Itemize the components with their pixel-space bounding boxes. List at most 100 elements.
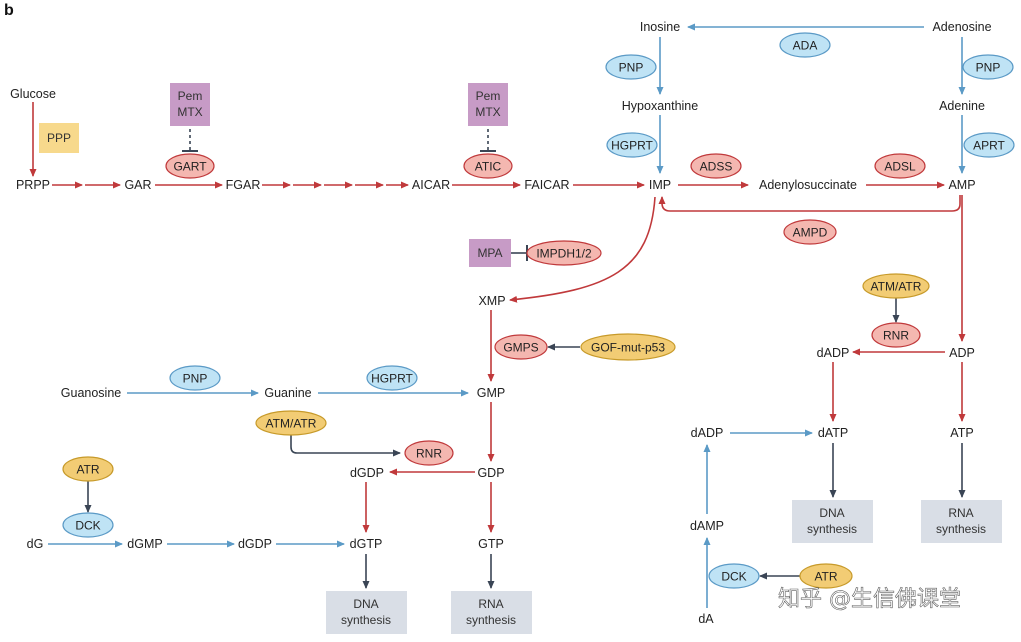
- enzyme-adss: [690, 153, 742, 179]
- enzyme-atr-left: [62, 456, 114, 482]
- mpa-box: [469, 239, 511, 267]
- synthesis-label-left-rna: synthesis: [466, 613, 516, 627]
- metabolite-faicar: FAICAR: [524, 178, 569, 192]
- metabolite-aicar: AICAR: [412, 178, 450, 192]
- enzyme-rnr-right-label: RNR: [883, 329, 909, 343]
- enzyme-aprt: [963, 132, 1015, 158]
- enzyme-aprt-label: APRT: [973, 139, 1005, 153]
- enzyme-gof-p53-label: GOF-mut-p53: [591, 341, 665, 355]
- arrows: [29, 23, 966, 608]
- enzymes: ADA PNP PNP HGPRT APRT PNP HGPRT DCK DCK…: [62, 32, 1015, 589]
- enzyme-ada: [779, 32, 831, 58]
- enzyme-hgprt-top: [606, 132, 658, 158]
- metabolite-imp: IMP: [649, 178, 671, 192]
- enzyme-adss-label: ADSS: [700, 160, 733, 174]
- enzyme-pnp-top-right: [962, 54, 1014, 80]
- enzyme-ampd: [783, 219, 837, 245]
- metabolite-damp: dAMP: [690, 519, 724, 533]
- metabolite-gar: GAR: [124, 178, 151, 192]
- metabolite-adp: ADP: [949, 346, 975, 360]
- metabolite-dg: dG: [27, 537, 44, 551]
- metabolite-dgtp: dGTP: [350, 537, 383, 551]
- enzyme-atm-atr-right: [862, 273, 930, 299]
- enzyme-ampd-label: AMPD: [793, 226, 828, 240]
- metabolite-dgdp-salvage: dGDP: [238, 537, 272, 551]
- enzyme-pnp-top-right-label: PNP: [976, 61, 1001, 75]
- enzyme-adsl-label: ADSL: [884, 160, 916, 174]
- enzyme-rnr-mid-label: RNR: [416, 447, 442, 461]
- enzyme-dck-left: [62, 512, 114, 538]
- rna-synthesis-box-left: [451, 591, 532, 634]
- metabolite-adenine: Adenine: [939, 99, 985, 113]
- enzyme-impdh: [526, 240, 602, 266]
- enzyme-atr-right: [799, 563, 853, 589]
- enzyme-pnp-top-left: [605, 54, 657, 80]
- enzyme-gart: [165, 153, 215, 179]
- enzyme-hgprt-mid: [366, 365, 418, 391]
- dna-label-right: DNA: [819, 506, 844, 520]
- enzyme-atr-left-label: ATR: [76, 463, 99, 477]
- panel-label: b: [4, 2, 14, 19]
- metabolite-inosine: Inosine: [640, 20, 680, 34]
- enzyme-gof-p53: [580, 333, 676, 361]
- enzyme-gmps: [494, 334, 548, 360]
- enzyme-dck-left-label: DCK: [75, 519, 100, 533]
- rna-label-right: RNA: [948, 506, 973, 520]
- output-boxes: DNA synthesis RNA synthesis DNA synthesi…: [326, 500, 1002, 634]
- synthesis-label-right-rna: synthesis: [936, 522, 986, 536]
- pem-label-2: Pem: [476, 89, 501, 103]
- metabolite-gdp: GDP: [477, 466, 504, 480]
- enzyme-rnr-mid: [404, 440, 454, 466]
- enzyme-atm-atr-mid-label: ATM/ATR: [266, 417, 317, 431]
- metabolite-da: dA: [698, 612, 714, 626]
- rna-synthesis-box-right: [921, 500, 1002, 543]
- mtx-label-1: MTX: [177, 105, 202, 119]
- metabolite-amp: AMP: [948, 178, 975, 192]
- metabolite-fgar: FGAR: [226, 178, 261, 192]
- metabolite-glucose: Glucose: [10, 87, 56, 101]
- metabolite-dgdp: dGDP: [350, 466, 384, 480]
- dna-synthesis-box-right: [792, 500, 873, 543]
- enzyme-gmps-label: GMPS: [503, 341, 538, 355]
- enzyme-pnp-top-left-label: PNP: [619, 61, 644, 75]
- arrow-imp-xmp: [509, 196, 656, 303]
- pem-mtx-box-1: [170, 83, 210, 126]
- metabolite-dadp-salvage: dADP: [691, 426, 724, 440]
- ppp-box: [39, 123, 79, 153]
- metabolite-adenylosuccinate: Adenylosuccinate: [759, 178, 857, 192]
- metabolite-guanosine: Guanosine: [61, 386, 122, 400]
- synthesis-label-left-dna: synthesis: [341, 613, 391, 627]
- enzyme-dck-right: [708, 563, 760, 589]
- enzyme-impdh-label: IMPDH1/2: [536, 247, 592, 261]
- enzyme-atic-label: ATIC: [475, 160, 502, 174]
- dna-synthesis-box-left: [326, 591, 407, 634]
- pem-label-1: Pem: [178, 89, 203, 103]
- enzyme-atm-atr-mid: [255, 410, 327, 436]
- drug-boxes: PPP Pem MTX Pem MTX MPA: [39, 83, 511, 267]
- enzyme-pnp-mid: [169, 365, 221, 391]
- enzyme-gart-label: GART: [173, 160, 207, 174]
- mtx-label-2: MTX: [475, 105, 500, 119]
- metabolite-guanine: Guanine: [264, 386, 311, 400]
- metabolite-prpp: PRPP: [16, 178, 50, 192]
- enzyme-atic: [463, 153, 513, 179]
- pem-mtx-box-2: [468, 83, 508, 126]
- metabolite-gmp: GMP: [477, 386, 505, 400]
- synthesis-label-right-dna: synthesis: [807, 522, 857, 536]
- metabolite-hypoxanthine: Hypoxanthine: [622, 99, 698, 113]
- ppp-label: PPP: [47, 131, 71, 145]
- watermark: 知乎 @生信佛课堂: [778, 587, 961, 612]
- enzyme-atr-right-label: ATR: [814, 570, 837, 584]
- metabolite-dadp: dADP: [817, 346, 850, 360]
- enzyme-dck-right-label: DCK: [721, 570, 746, 584]
- metabolite-gtp: GTP: [478, 537, 504, 551]
- rna-label-left: RNA: [478, 597, 503, 611]
- metabolite-atp: ATP: [950, 426, 973, 440]
- metabolite-adenosine: Adenosine: [932, 20, 991, 34]
- arrow-atm-atr-rnr-mid: [290, 435, 401, 457]
- enzyme-hgprt-mid-label: HGPRT: [371, 372, 413, 386]
- metabolites: Glucose PRPP GAR FGAR AICAR FAICAR IMP A…: [10, 20, 992, 626]
- enzyme-adsl: [874, 153, 926, 179]
- metabolite-dgmp: dGMP: [127, 537, 162, 551]
